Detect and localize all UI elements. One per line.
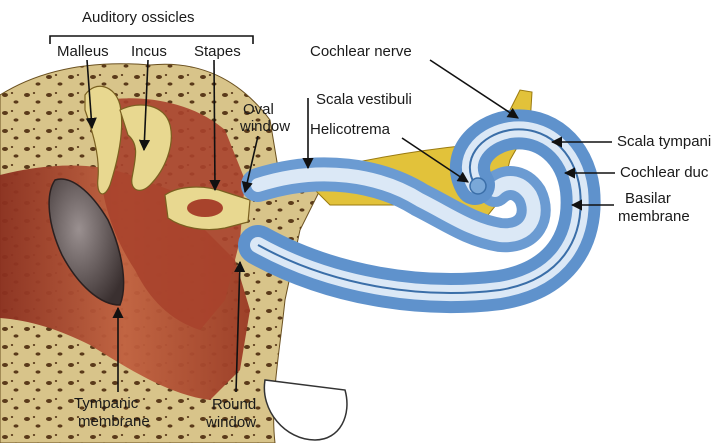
label-cochlear-duct: Cochlear duc: [620, 164, 709, 181]
label-scala-vestibuli: Scala vestibuli: [316, 91, 412, 108]
label-malleus: Malleus: [57, 43, 109, 60]
label-tympanic-membrane-1: Tympanic: [74, 395, 139, 412]
label-incus: Incus: [131, 43, 167, 60]
cochlear-nerve-leader: [430, 60, 518, 118]
label-cochlear-nerve: Cochlear nerve: [310, 43, 412, 60]
label-basilar-membrane-2: membrane: [618, 208, 690, 225]
label-oval-window-1: Oval: [243, 101, 274, 118]
stapes-leader: [214, 60, 215, 190]
label-round-window-2: window: [205, 414, 256, 431]
label-tympanic-membrane-2: membrane: [78, 413, 150, 430]
label-stapes: Stapes: [194, 43, 241, 60]
label-basilar-membrane-1: Basilar: [625, 190, 671, 207]
label-round-window-1: Round: [212, 396, 256, 413]
stapes-foramen: [187, 199, 223, 217]
label-auditory-ossicles: Auditory ossicles: [82, 9, 195, 26]
helicotrema-tip: [470, 178, 486, 194]
label-scala-tympani: Scala tympani: [617, 133, 711, 150]
round-window-bulge: [264, 380, 347, 440]
label-oval-window-2: window: [239, 118, 290, 135]
label-helicotrema: Helicotrema: [310, 121, 391, 138]
